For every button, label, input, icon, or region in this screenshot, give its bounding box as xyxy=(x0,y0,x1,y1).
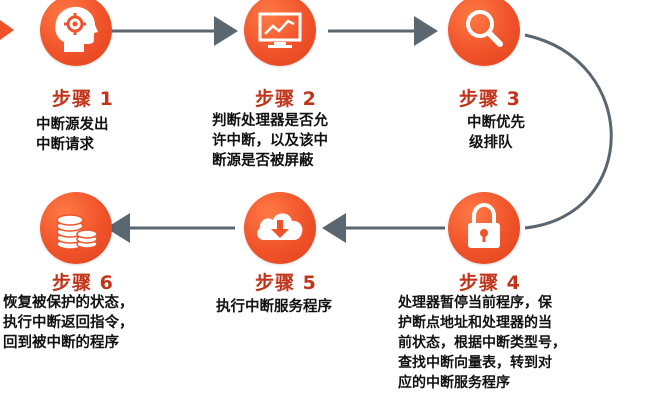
step-6-desc-line: 恢复被保护的状态， xyxy=(3,295,134,311)
step-5-label: 步骤 5 xyxy=(255,272,317,294)
magnifier-icon xyxy=(466,10,503,47)
step-4-desc-line: 处理器暂停当前程序，保 xyxy=(398,295,552,311)
step-4-desc-line: 查找中断向量表，转到对 xyxy=(398,355,552,371)
step-6-label: 步骤 6 xyxy=(52,272,114,294)
step-4-desc-line: 前状态，根据中断类型号， xyxy=(398,335,566,351)
step-6-desc-line: 回到被中断的程序 xyxy=(3,335,119,351)
entry-arrow xyxy=(0,20,14,40)
step-4-label: 步骤 4 xyxy=(459,272,521,294)
step-3-description: 中断优先 级排队 xyxy=(467,113,525,153)
step-3-desc-line: 中断优先 xyxy=(467,115,525,131)
cloud-download-icon xyxy=(257,213,303,240)
connector-3-4 xyxy=(524,33,613,230)
coin-stack-icon xyxy=(56,214,98,250)
step-2-desc-line: 判断处理器是否允 xyxy=(212,113,328,129)
step-5-circle xyxy=(244,192,316,264)
step-6-circle xyxy=(40,192,112,264)
step-1-circle xyxy=(40,0,112,66)
step-2-circle xyxy=(244,0,316,66)
step-2-desc-line: 断源是否被屏蔽 xyxy=(212,153,314,169)
step-6-description: 恢复被保护的状态， 执行中断返回指令， 回到被中断的程序 xyxy=(3,293,134,353)
step-1-label: 步骤 1 xyxy=(52,88,114,110)
step-1-desc-line: 中断请求 xyxy=(36,137,94,153)
step-5-description: 执行中断服务程序 xyxy=(216,297,332,317)
step-3-desc-line: 级排队 xyxy=(469,135,513,151)
step-1-desc-line: 中断源发出 xyxy=(36,117,109,133)
step-2-label: 步骤 2 xyxy=(255,88,317,110)
step-4-desc-line: 护断点地址和处理器的当 xyxy=(398,315,552,331)
step-4-circle xyxy=(448,192,520,264)
step-4-desc-line: 应的中断服务程序 xyxy=(398,375,510,391)
step-3-circle xyxy=(448,0,520,66)
step-5-desc-line: 执行中断服务程序 xyxy=(216,299,332,315)
step-6-desc-line: 执行中断返回指令， xyxy=(3,315,134,331)
step-2-desc-line: 许中断，以及该中 xyxy=(212,133,328,149)
step-4-description: 处理器暂停当前程序，保 护断点地址和处理器的当 前状态，根据中断类型号， 查找中… xyxy=(398,293,566,393)
monitor-chart-icon xyxy=(258,12,302,48)
step-1-description: 中断源发出 中断请求 xyxy=(36,115,109,155)
step-2-description: 判断处理器是否允 许中断，以及该中 断源是否被屏蔽 xyxy=(212,111,328,171)
head-gear-icon xyxy=(55,6,98,52)
padlock-icon xyxy=(468,202,500,248)
step-3-label: 步骤 3 xyxy=(459,88,521,110)
